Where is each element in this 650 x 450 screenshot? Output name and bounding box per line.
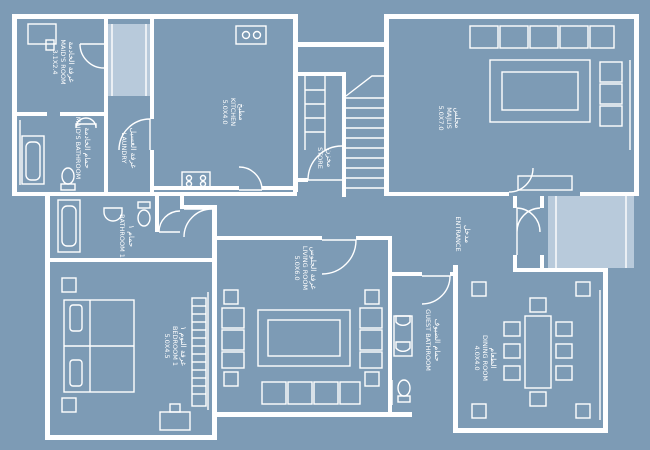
bedroom1-ar: غرفة النوم ١	[179, 326, 188, 366]
label-living-room: غرفة الجلوس LIVING ROOM 5.0X6.0	[293, 246, 318, 290]
label-guest-bath: حمام الضيوف GUEST BATHROOM	[424, 309, 442, 371]
bedroom1-en: BEDROOM 1	[171, 326, 179, 366]
dining-room-ar: الطعام	[489, 347, 498, 368]
laundry-ar: غرفة الغسيل	[129, 128, 138, 169]
label-maid-bath: حمام الخادمة MAID'S BATHROOM	[74, 117, 92, 180]
majlis-dim: 5.0X7.0	[437, 105, 445, 130]
label-laundry: غرفة الغسيل LAUNDRY	[120, 128, 138, 169]
label-majlis: مجلس MAJLIS 5.0X7.0	[437, 105, 462, 130]
store-ar: مخزن	[325, 149, 334, 168]
majlis-ar: مجلس	[453, 108, 462, 129]
maid-fixtures	[21, 23, 97, 191]
label-dining-room: الطعام DINING ROOM 4.0X4.0	[473, 335, 498, 381]
stairs	[304, 75, 384, 189]
label-bathroom1: حمام ١ BATHROOM 1	[118, 214, 136, 258]
living-room-ar: غرفة الجلوس	[309, 247, 318, 290]
living-room-dim: 5.0X6.0	[293, 255, 301, 280]
guest-bath-en: GUEST BATHROOM	[424, 309, 432, 371]
kitchen-fixtures	[181, 25, 267, 189]
maid-bath-en: MAID'S BATHROOM	[74, 117, 82, 180]
dining-room-en: DINING ROOM	[481, 335, 489, 381]
living-room-furniture	[221, 289, 383, 405]
entrance-ar: مدخل	[463, 225, 472, 243]
label-entrance: مدخل ENTRANCE	[454, 216, 472, 251]
dining-room-dim: 4.0X4.0	[473, 345, 481, 370]
majlis-en: MAJLIS	[445, 107, 453, 129]
laundry-en: LAUNDRY	[120, 133, 128, 164]
label-kitchen: مطبخ KITCHEN 5.0X4.0	[221, 98, 246, 126]
maid-bath-ar: حمام الخادمة	[83, 127, 92, 169]
entrance-en: ENTRANCE	[454, 216, 462, 251]
kitchen-ar: مطبخ	[237, 103, 246, 120]
living-room-en: LIVING ROOM	[301, 246, 309, 290]
store-en: STORE	[316, 147, 324, 169]
kitchen-dim: 5.0X4.0	[221, 99, 229, 124]
label-bedroom1: غرفة النوم ١ BEDROOM 1 5.0X4.5	[163, 326, 188, 366]
bathroom1-ar: حمام ١	[127, 225, 136, 248]
maid-room-dim: 3.1X2.4	[51, 49, 59, 74]
doors	[79, 43, 541, 405]
dining-furniture	[471, 281, 591, 419]
maid-room-ar: غرفة الخادمة	[67, 42, 76, 83]
interior-walls	[17, 19, 639, 414]
kitchen-en: KITCHEN	[229, 98, 237, 126]
majlis-furniture	[469, 25, 623, 191]
label-store: مخزن STORE	[316, 147, 334, 169]
bathroom1-fixtures	[57, 199, 151, 253]
outer-walls	[12, 14, 639, 440]
bathroom1-en: BATHROOM 1	[118, 214, 126, 258]
glazing	[19, 24, 634, 420]
guest-bath-fixtures	[393, 315, 413, 403]
bedroom1-dim: 5.0X4.5	[163, 333, 171, 358]
label-maid-room: غرفة الخادمة MAID'S ROOM 3.1X2.4	[51, 39, 76, 84]
bedroom-furniture	[61, 277, 207, 431]
maid-room-en: MAID'S ROOM	[59, 39, 67, 84]
guest-bath-ar: حمام الضيوف	[433, 318, 442, 361]
